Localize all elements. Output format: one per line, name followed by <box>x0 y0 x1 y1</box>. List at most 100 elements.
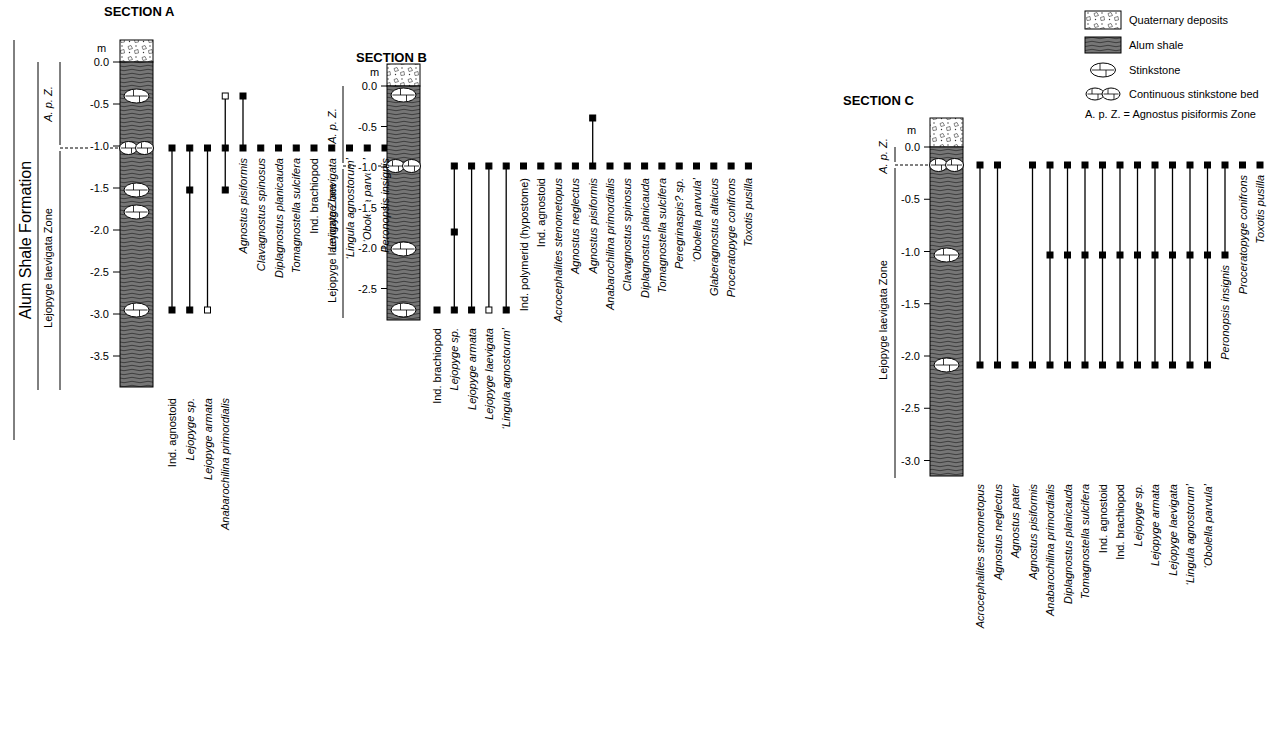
scale-tick <box>924 356 930 357</box>
depth-value: -2.0 <box>900 350 921 363</box>
stinkstone-lens <box>391 242 416 256</box>
stinkstone-lens <box>120 142 138 155</box>
occurrence <box>694 163 700 169</box>
range-bar <box>659 163 665 169</box>
occurrence <box>1152 162 1158 168</box>
occurrence <box>187 307 193 313</box>
occurrence <box>1117 252 1123 258</box>
legend-swatch <box>1086 88 1120 100</box>
taxon-name: Clavagnostus spinosus <box>621 178 634 291</box>
range-bar <box>347 145 353 151</box>
bracket-line <box>14 40 15 440</box>
occurrence <box>1082 362 1088 368</box>
quaternary-deposits <box>930 118 963 147</box>
section-column <box>895 118 1263 478</box>
occurrence <box>469 307 475 313</box>
occurrence <box>1170 362 1176 368</box>
occurrence <box>555 163 561 169</box>
range-bar <box>995 162 1001 368</box>
range-bar <box>169 145 175 313</box>
range-bar <box>276 145 282 151</box>
section-title: SECTION A <box>104 4 174 19</box>
scale-tick <box>381 288 387 289</box>
range-bar <box>1135 162 1141 368</box>
taxon-name: Diplagnostus planicauda <box>1061 484 1074 604</box>
occurrence <box>451 307 457 313</box>
taxon-name: ‘Lingula agnostorum’ <box>343 158 356 260</box>
legend-label: Continuous stinkstone bed <box>1129 88 1259 101</box>
alum-shale <box>387 86 420 320</box>
occurrence <box>1047 362 1053 368</box>
depth-value: -1.5 <box>900 297 921 310</box>
scale-tick <box>924 460 930 461</box>
depth-value: -2.5 <box>357 282 378 295</box>
scale-tick <box>113 356 120 357</box>
range-bar <box>434 307 440 313</box>
label: m <box>370 66 379 79</box>
range-bar <box>1100 162 1106 368</box>
occurrence <box>1152 362 1158 368</box>
occurrence <box>1030 162 1036 168</box>
occurrence <box>977 362 983 368</box>
section-column <box>343 64 751 320</box>
taxon-name: Tomagnostella sulcifera <box>290 158 303 273</box>
zone-line <box>343 86 344 163</box>
zone-name: Lejopyge laevigata Zone <box>877 260 890 380</box>
depth-value: -3.0 <box>89 308 110 321</box>
taxon-name: Lejopyge laevigata <box>482 328 495 420</box>
occurrence <box>434 307 440 313</box>
stinkstone-lens <box>946 159 964 172</box>
scale-tick <box>924 408 930 409</box>
occurrence <box>1100 162 1106 168</box>
occurrence <box>1135 162 1141 168</box>
range-bar <box>555 163 561 169</box>
taxon-name: Ind. agnostoid <box>166 398 179 467</box>
taxon-name: Ind. brachiopod <box>431 328 444 404</box>
depth-value: -2.0 <box>89 224 110 237</box>
taxon-name: Peronopsis insignis <box>379 158 392 253</box>
range-bar <box>222 93 228 193</box>
occurrence <box>1205 252 1211 258</box>
taxon-name: Diplagnostus planicauda <box>638 178 651 298</box>
occurrence <box>1100 252 1106 258</box>
range-bar <box>329 145 335 151</box>
range-bar <box>311 145 317 151</box>
occurrence <box>169 145 175 151</box>
occurrence <box>995 362 1001 368</box>
legend <box>1085 11 1121 100</box>
occurrence <box>503 163 509 169</box>
legend-swatch <box>1091 63 1116 77</box>
taxon-name: Ind. agnostoid <box>1096 484 1109 553</box>
occurrence <box>329 145 335 151</box>
taxon-name: ‘Obolella parvula’ <box>690 178 703 262</box>
occurrence <box>607 163 613 169</box>
occurrence <box>659 163 665 169</box>
taxon-name: Acrocephalites stenometopus <box>974 484 987 628</box>
zone-line <box>60 151 61 390</box>
occurrence <box>1222 252 1228 258</box>
range-bar <box>538 163 544 169</box>
label: m <box>907 124 916 137</box>
occurrence <box>187 145 193 151</box>
occurrence <box>676 163 682 169</box>
zone-name: A. p. Z. <box>326 108 339 143</box>
zone-line <box>895 168 896 478</box>
occurrence <box>240 93 246 99</box>
quaternary-deposits <box>120 40 153 62</box>
range-bar <box>728 163 734 169</box>
occurrence <box>222 145 228 151</box>
open-occurrence <box>486 307 492 313</box>
taxon-name: Lejopyge armata <box>201 398 214 480</box>
occurrence <box>1135 252 1141 258</box>
label: A. p. Z. = Agnostus pisiformis Zone <box>1085 108 1256 121</box>
depth-value: 0.0 <box>361 80 378 93</box>
depth-value: -1.0 <box>900 245 921 258</box>
scale-tick <box>924 303 930 304</box>
scale-tick <box>113 104 120 105</box>
alum-shale <box>120 62 153 387</box>
occurrence <box>169 307 175 313</box>
occurrence <box>258 145 264 151</box>
occurrence <box>205 145 211 151</box>
occurrence <box>624 163 630 169</box>
